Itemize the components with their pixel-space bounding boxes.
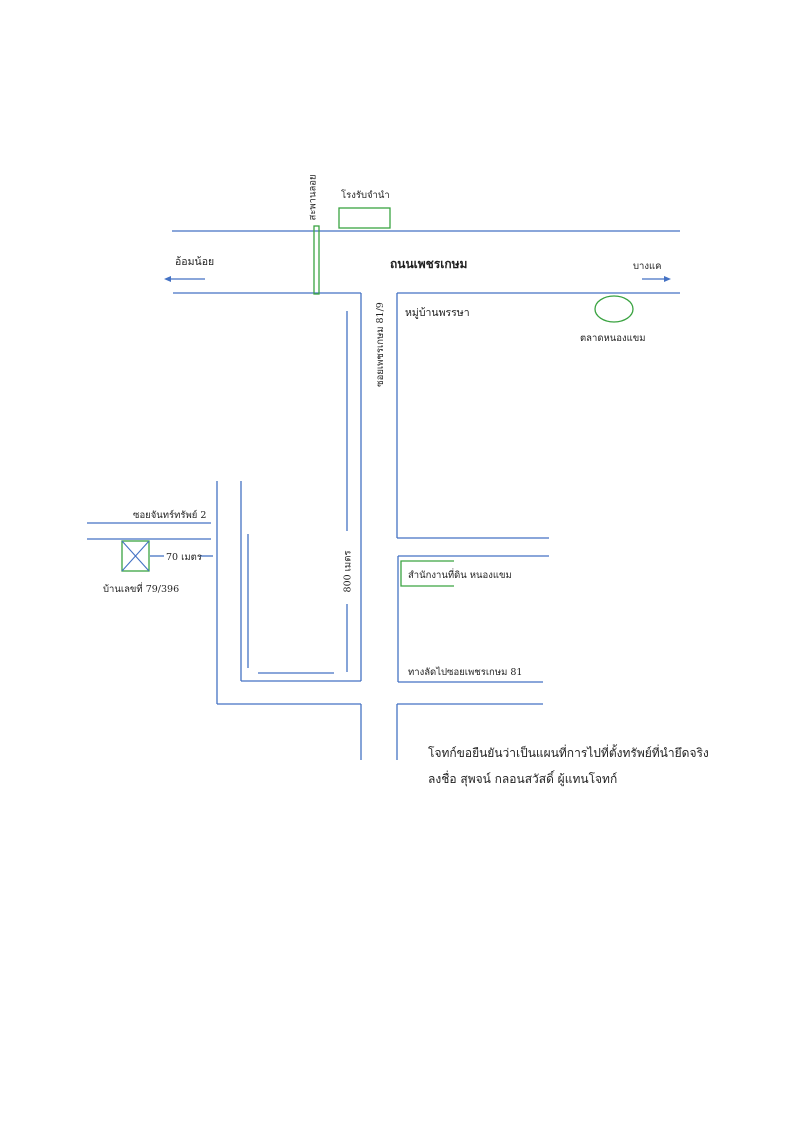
west-arrow-icon bbox=[164, 276, 205, 282]
pawnshop-label: โรงรับจำนำ bbox=[341, 190, 390, 201]
west-direction-label: อ้อมน้อย bbox=[175, 256, 215, 268]
house-marker-icon bbox=[121, 540, 150, 572]
distance-70-label: 70 เมตร bbox=[166, 552, 202, 563]
statement-line-2: ลงชื่อ สุพจน์ กลอนสวัสดิ์ ผู้แทนโจทก์ bbox=[428, 772, 618, 786]
east-arrow-icon bbox=[642, 276, 671, 282]
pawnshop-box bbox=[338, 207, 391, 229]
main-road-label: ถนนเพชรเกษม bbox=[390, 257, 468, 271]
distance-800-label: 800 เมตร bbox=[342, 550, 354, 593]
village-label: หมู่บ้านพรรษา bbox=[405, 307, 470, 319]
market-ellipse bbox=[594, 295, 634, 323]
pedestrian-bridge bbox=[313, 225, 320, 295]
soi-chan-label: ซอยจันทร์ทรัพย์ 2 bbox=[133, 510, 207, 521]
statement-line-1: โจทก์ขอยืนยันว่าเป็นแผนที่การไปที่ตั้งทร… bbox=[428, 746, 709, 760]
land-office-label: สำนักงานที่ดิน หนองแขม bbox=[408, 570, 512, 581]
bridge-label: สะพานลอย bbox=[307, 174, 319, 221]
soi-vertical-label: ซอยเพชรเกษม 81/9 bbox=[374, 302, 386, 387]
land-office-box bbox=[400, 560, 454, 587]
east-direction-label: บางแค bbox=[633, 261, 662, 272]
shortcut-label: ทางลัดไปซอยเพชรเกษม 81 bbox=[408, 667, 523, 678]
market-label: ตลาดหนองแขม bbox=[580, 333, 646, 344]
house-number-label: บ้านเลขที่ 79/396 bbox=[103, 584, 180, 595]
